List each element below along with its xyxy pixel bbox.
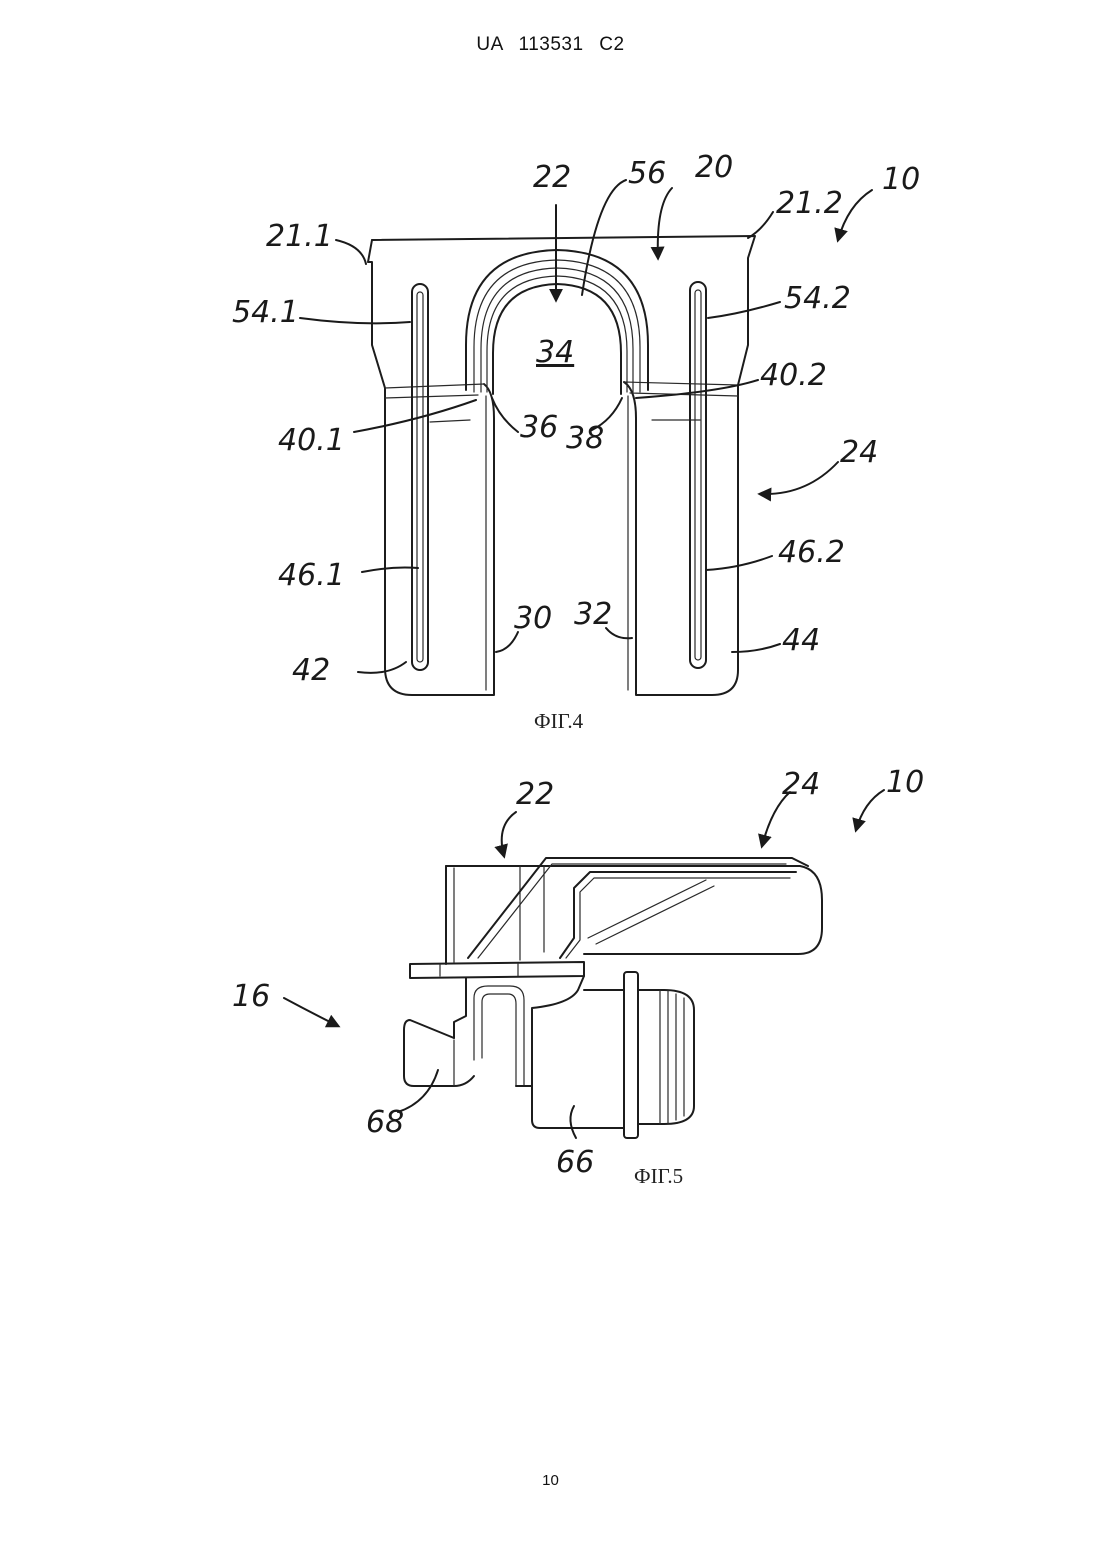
label-36: 36 (520, 410, 558, 445)
label-16: 16 (232, 979, 270, 1014)
label-40-1: 40.1 (278, 423, 345, 458)
label-10: 10 (886, 765, 924, 800)
label-24: 24 (782, 767, 820, 802)
label-66: 66 (556, 1145, 594, 1180)
label-32: 32 (574, 597, 612, 632)
label-22: 22 (516, 777, 554, 812)
figure-5-drawing: 22 24 10 16 68 66 ФІГ.5 (232, 765, 924, 1188)
label-21-1: 21.1 (266, 219, 333, 254)
label-56: 56 (628, 156, 666, 191)
label-46-1: 46.1 (278, 558, 345, 593)
label-22: 22 (533, 160, 571, 195)
label-54-1: 54.1 (232, 295, 299, 330)
label-38: 38 (566, 421, 604, 456)
figure-4-drawing: 22 56 20 21.2 10 21.1 54.1 54.2 34 40.2 … (232, 150, 920, 733)
label-44: 44 (782, 623, 820, 658)
label-46-2: 46.2 (778, 535, 845, 570)
label-20: 20 (695, 150, 733, 185)
page-number: 10 (0, 1472, 1101, 1489)
label-30: 30 (514, 601, 552, 636)
figure-4-caption: ФІГ.4 (534, 709, 584, 733)
label-10: 10 (882, 162, 920, 197)
label-21-2: 21.2 (776, 186, 843, 221)
label-68: 68 (366, 1105, 404, 1140)
label-42: 42 (292, 653, 330, 688)
label-24: 24 (840, 435, 878, 470)
label-34: 34 (536, 335, 574, 370)
label-40-2: 40.2 (760, 358, 827, 393)
figure-5-caption: ФІГ.5 (634, 1164, 683, 1188)
label-54-2: 54.2 (784, 281, 851, 316)
